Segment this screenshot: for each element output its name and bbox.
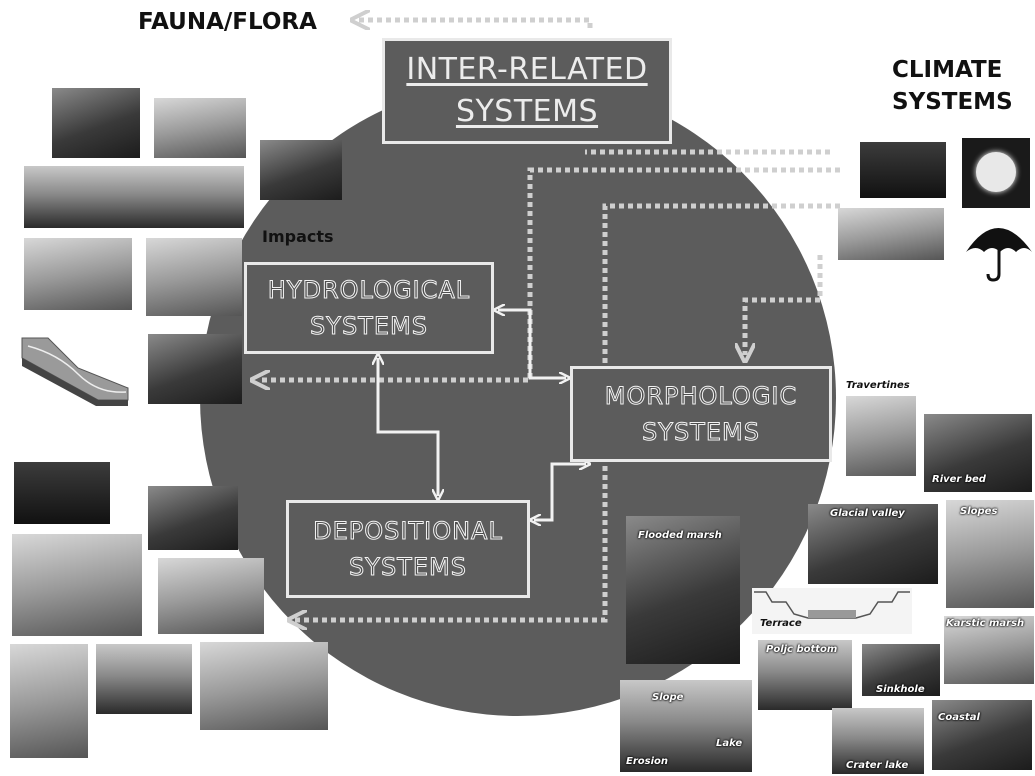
- caption-erosion: Erosion: [626, 756, 669, 767]
- morphologic-line1: MORPHOLOGIC: [604, 382, 798, 411]
- climate-label-line1: CLIMATE: [892, 57, 1003, 83]
- photo-impacts-1: [24, 238, 132, 310]
- caption-karstic-marsh: Karstic marsh: [946, 618, 1025, 629]
- photo-poljc-bottom: Poljc bottom: [758, 640, 852, 710]
- inter-related-systems-box: INTER-RELATED SYSTEMS: [382, 38, 672, 144]
- depositional-systems-box: DEPOSITIONAL SYSTEMS: [286, 500, 530, 598]
- link-hydro-depositional: [378, 358, 438, 496]
- sun-icon: [976, 152, 1016, 192]
- link-hydro-morpho: [498, 310, 566, 378]
- photo-depositional-6: [200, 642, 328, 730]
- umbrella-icon: [966, 228, 1032, 282]
- photo-crater-lake: Crater lake: [832, 708, 924, 774]
- impacts-label: Impacts: [262, 227, 334, 246]
- caption-coastal: Coastal: [938, 712, 980, 723]
- depositional-line2: SYSTEMS: [349, 553, 467, 582]
- photo-climate-sun: [962, 138, 1030, 208]
- slope-profile-diagram: [21, 337, 129, 406]
- connector-to-impacts: [258, 167, 840, 380]
- caption-slope: Slope: [652, 692, 684, 703]
- morphologic-systems-box: MORPHOLOGIC SYSTEMS: [570, 366, 832, 462]
- hydrological-systems-box: HYDROLOGICAL SYSTEMS: [244, 262, 494, 354]
- photo-slopes: Slopes: [946, 500, 1034, 608]
- title-line1: INTER-RELATED: [406, 52, 648, 87]
- caption-flooded-marsh: Flooded marsh: [638, 530, 722, 541]
- depositional-line1: DEPOSITIONAL: [313, 517, 503, 546]
- connector-to-fauna-flora: [358, 20, 593, 28]
- photo-impacts-3: [148, 334, 242, 404]
- photo-depositional-3: [158, 558, 264, 634]
- photo-depositional-1: [14, 462, 110, 524]
- photo-fauna-flora-2: [154, 98, 246, 158]
- photo-climate-1: [860, 142, 946, 198]
- photo-climate-drought: [838, 208, 944, 260]
- caption-river-bed: River bed: [932, 474, 986, 485]
- photo-coastal: Coastal: [932, 700, 1032, 770]
- caption-travertines: Travertines: [846, 380, 910, 391]
- fauna-flora-label: FAUNA/FLORA: [138, 9, 317, 35]
- hydrological-line2: SYSTEMS: [310, 312, 428, 341]
- caption-glacial-valley: Glacial valley: [830, 508, 905, 519]
- climate-label-line2: SYSTEMS: [892, 89, 1013, 115]
- title-line2: SYSTEMS: [455, 94, 599, 129]
- photo-depositional-2: [148, 486, 238, 550]
- caption-crater-lake: Crater lake: [846, 760, 909, 771]
- photo-slope-erosion-lake: Slope Lake Erosion: [620, 680, 752, 772]
- caption-slopes: Slopes: [960, 506, 998, 517]
- terrace-profile-diagram: [752, 588, 912, 634]
- morphologic-line2: SYSTEMS: [642, 418, 760, 447]
- photo-fauna-flora-3: [260, 140, 342, 200]
- photo-fauna-flora-1: [52, 88, 140, 158]
- photo-depositional-5: [96, 644, 192, 714]
- caption-poljc-bottom: Poljc bottom: [766, 644, 838, 655]
- connector-to-morphologic: [745, 255, 823, 355]
- caption-lake: Lake: [716, 738, 743, 749]
- link-depositional-morpho: [534, 464, 586, 520]
- caption-terrace: Terrace: [760, 618, 802, 629]
- photo-travertines: [846, 396, 916, 476]
- photo-river-bed: River bed: [924, 414, 1032, 492]
- photo-landscape-panorama: [24, 166, 244, 228]
- photo-sediment-section: [12, 534, 142, 636]
- photo-depositional-4: [10, 644, 88, 758]
- photo-sinkhole: Sinkhole: [862, 644, 940, 696]
- hydrological-line1: HYDROLOGICAL: [267, 276, 471, 305]
- photo-glacial-valley: Glacial valley: [808, 504, 938, 584]
- photo-flooded-marsh: Flooded marsh: [626, 516, 740, 664]
- caption-sinkhole: Sinkhole: [876, 684, 925, 695]
- climate-systems-label: CLIMATE SYSTEMS: [892, 54, 1013, 118]
- photo-karstic-marsh: Karstic marsh: [944, 616, 1034, 684]
- photo-impacts-2: [146, 238, 242, 316]
